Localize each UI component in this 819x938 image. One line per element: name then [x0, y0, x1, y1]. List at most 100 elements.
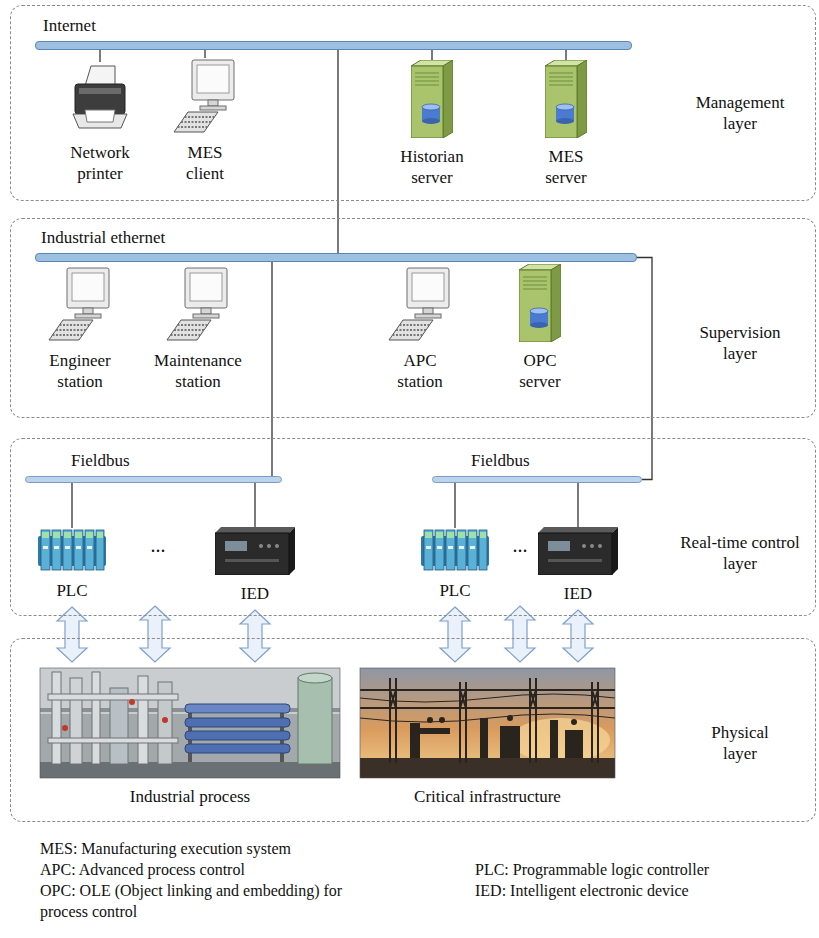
bus-link — [99, 50, 100, 62]
layer-label: Real-time control layer — [670, 532, 810, 574]
layer-region: Real-time control layerFieldbusFieldbusP… — [10, 438, 816, 616]
ied-icon — [538, 527, 618, 575]
network-bus: Fieldbus — [25, 476, 282, 483]
device-label: Engineer station — [40, 350, 120, 392]
substation-photo — [410, 723, 420, 758]
bus-link — [454, 483, 455, 528]
server-icon — [519, 264, 561, 342]
computer-node: MES client — [170, 58, 240, 184]
bus-link — [337, 50, 338, 253]
process-photo — [40, 762, 340, 778]
glossary-note: MES: Manufacturing execution system — [40, 838, 420, 859]
bus-link — [71, 483, 72, 528]
glossary-note: OPC: OLE (Object linking and embedding) … — [40, 880, 380, 922]
computer-node: Engineer station — [38, 266, 122, 392]
substation-photo — [360, 678, 615, 763]
computer-node: Maintenance station — [146, 266, 250, 392]
substation-photo — [565, 730, 583, 758]
process-photo — [62, 725, 68, 731]
ellipsis: ... — [505, 533, 535, 557]
server-node: MES server — [532, 60, 601, 188]
substation-photo — [571, 719, 577, 725]
computer-icon — [174, 60, 234, 132]
process-photo — [52, 672, 61, 764]
io-arrow — [240, 610, 270, 662]
substation-photo — [510, 718, 610, 762]
glossary-note: IED: Intelligent electronic device — [475, 880, 795, 901]
substation-photo — [360, 694, 615, 722]
device-label: Maintenance station — [148, 350, 248, 392]
bus-link — [577, 483, 578, 527]
server-icon — [545, 60, 587, 138]
device-label: PLC — [435, 580, 475, 601]
layer-region: Physical layerIndustrial process Critical… — [10, 638, 816, 822]
process-photo — [129, 699, 135, 705]
substation-photo — [439, 717, 445, 723]
substation-photo — [390, 678, 598, 763]
process-photo — [40, 668, 340, 778]
layer-region: Supervision layer Industrial ethernetEngi… — [10, 218, 816, 418]
server-node: OPC server — [503, 264, 577, 392]
process-photo — [40, 668, 340, 714]
process-photo — [48, 672, 178, 764]
bus-link — [637, 258, 652, 480]
device-label: Critical infrastructure — [360, 786, 615, 807]
server-icon — [411, 60, 453, 138]
ied-node: IED — [536, 527, 620, 604]
process-photo — [185, 731, 290, 740]
io-arrow — [505, 606, 535, 662]
photo-node: Industrial process — [38, 668, 342, 807]
printer-icon — [73, 66, 127, 128]
network-bus: Industrial ethernet — [35, 253, 637, 262]
process-photo — [185, 704, 290, 713]
io-arrow — [563, 610, 593, 662]
substation-photo — [420, 728, 450, 734]
process-photo — [185, 718, 290, 727]
process-photo — [48, 694, 178, 700]
bus-link — [254, 483, 255, 527]
ied-node: IED — [213, 527, 297, 604]
glossary-note: APC: Advanced process control — [40, 859, 420, 880]
layer-label: Management layer — [683, 92, 798, 134]
substation-photo — [550, 720, 558, 758]
computer-icon — [389, 268, 449, 340]
device-label: IED — [558, 583, 598, 604]
device-label: PLC — [52, 580, 92, 601]
plc-node: PLC — [419, 528, 491, 601]
bus-label: Fieldbus — [471, 450, 530, 471]
bus-link — [271, 262, 272, 476]
bus-link — [204, 50, 205, 58]
glossary-note: PLC: Programmable logic controller — [475, 859, 795, 880]
substation-photo — [360, 668, 615, 778]
network-bus: Internet — [35, 41, 632, 50]
server-node: Historian server — [390, 60, 474, 188]
ellipsis: ... — [143, 533, 173, 557]
process-photo — [185, 744, 290, 753]
plc-node: PLC — [36, 528, 108, 601]
device-label: OPC server — [505, 350, 575, 392]
process-photo — [138, 676, 148, 764]
bus-label: Internet — [43, 15, 96, 36]
layer-region: Management layerInternetNetwork printerM… — [10, 5, 816, 201]
substation-photo — [360, 690, 615, 708]
photo-node: Critical infrastructure — [358, 668, 617, 807]
substation-photo — [390, 690, 598, 708]
layer-label: Supervision layer — [683, 322, 798, 364]
substation-photo — [360, 668, 615, 778]
process-photo — [92, 672, 100, 764]
device-label: MES server — [534, 146, 599, 188]
process-photo — [162, 717, 168, 723]
device-label: APC station — [385, 350, 455, 392]
layer-label: Physical layer — [700, 722, 780, 764]
ied-icon — [215, 527, 295, 575]
network-bus: Fieldbus — [432, 476, 642, 483]
bus-label: Fieldbus — [71, 450, 130, 471]
process-photo — [70, 678, 82, 764]
substation-photo — [360, 758, 615, 778]
device-label: Historian server — [392, 146, 472, 188]
substation-photo — [500, 726, 520, 758]
device-label: Industrial process — [40, 786, 340, 807]
substation-photo — [427, 717, 433, 723]
process-photo — [48, 738, 178, 743]
